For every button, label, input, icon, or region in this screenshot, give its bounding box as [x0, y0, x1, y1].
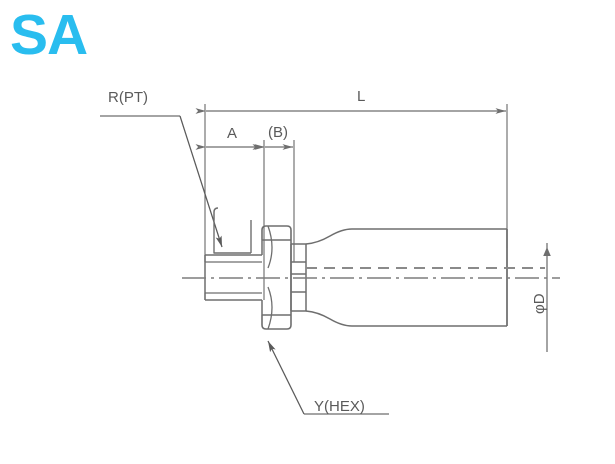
- label-hex-callout: Y(HEX): [314, 398, 365, 415]
- page-title: SA: [10, 3, 88, 67]
- dimension-line-phiD: [543, 243, 551, 352]
- label-diameter: φD: [531, 293, 548, 314]
- thread-seat-cone: [213, 245, 251, 254]
- leader-hex-yhex: [267, 340, 389, 415]
- nipple-upper-shoulder: [213, 207, 219, 220]
- label-overall-length: L: [357, 88, 366, 105]
- hex-flat-arcs: [267, 225, 273, 330]
- leader-thread-rpt: [100, 115, 223, 248]
- label-thread-callout: R(PT): [108, 89, 148, 106]
- thread-seat-top-wall: [213, 220, 252, 253]
- label-dimension-a: A: [227, 125, 238, 142]
- extension-lines: [204, 104, 508, 300]
- label-dimension-b: (B): [268, 124, 288, 141]
- thread-crest-lines: [205, 261, 262, 294]
